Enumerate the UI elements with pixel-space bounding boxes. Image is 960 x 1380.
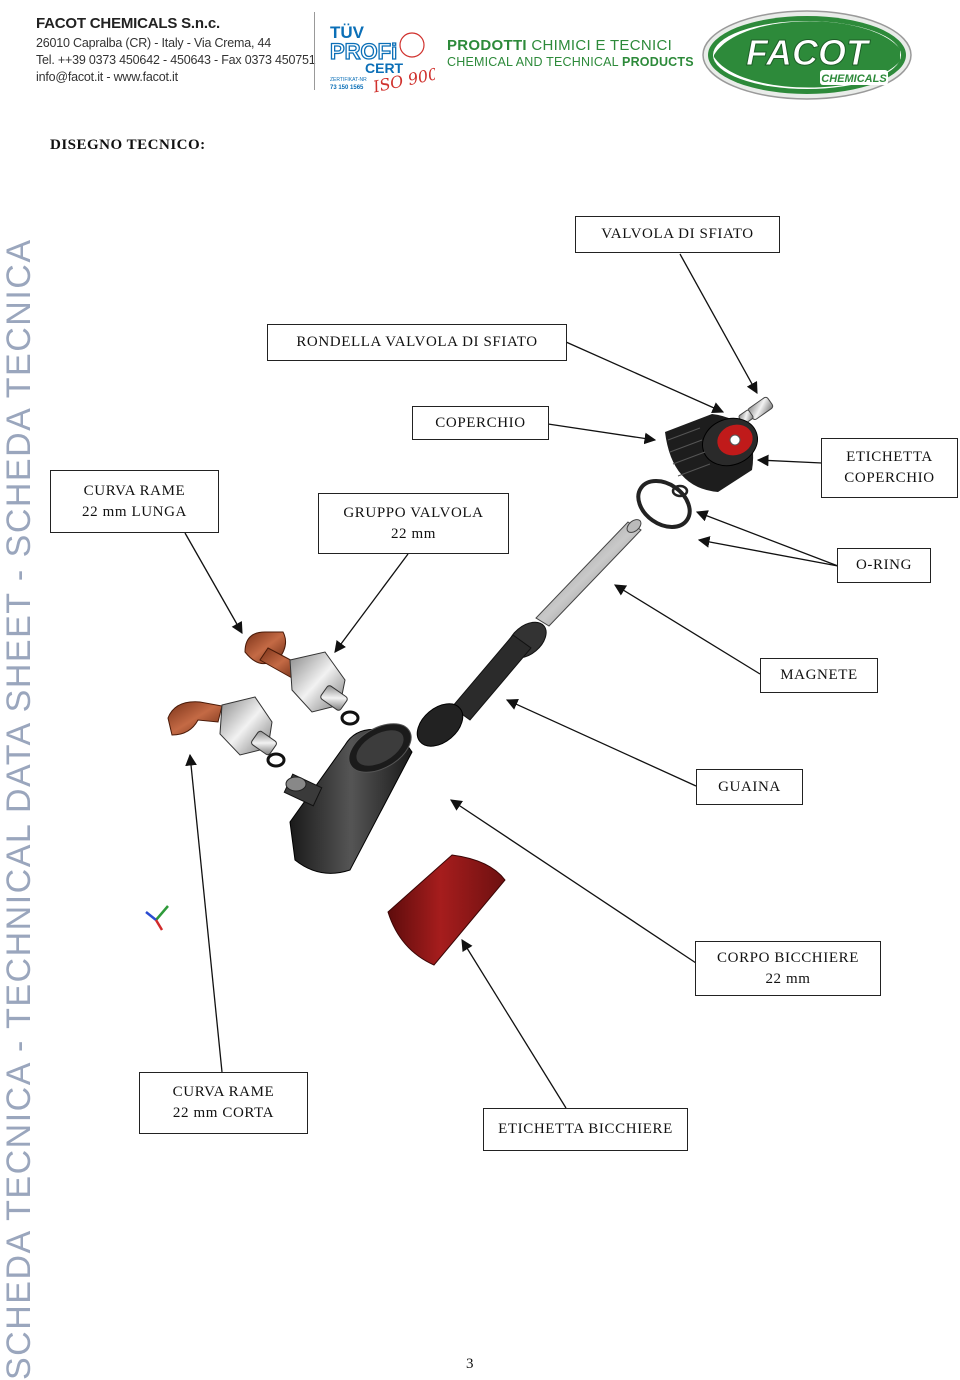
lid-part (665, 414, 758, 492)
label-magnete: MAGNETE (760, 658, 878, 693)
logo-brand: FACOT (746, 32, 871, 73)
tagline-it-rest: CHIMICI E TECNICI (531, 37, 673, 54)
copper-bend-short-part (167, 701, 223, 736)
cert-number: 73 150 1565 (330, 85, 364, 91)
label-curva-corta: CURVA RAME 22 mm CORTA (139, 1072, 308, 1134)
section-title: DISEGNO TECNICO: (50, 137, 206, 153)
tagline-en-rest: CHEMICAL AND TECHNICAL (447, 55, 619, 69)
cert-seal-icon (399, 32, 425, 58)
tuv-text: TÜV (330, 23, 365, 42)
facot-logo: FACOT CHEMICALS (700, 5, 915, 102)
body-label-part (387, 854, 506, 966)
label-corpo-bicchiere: CORPO BICCHIERE 22 mm (695, 941, 881, 996)
label-gruppo-valvola: GRUPPO VALVOLA 22 mm (318, 493, 509, 554)
cert-small-text: ZERTIFIKAT-NR (330, 77, 367, 83)
logo-sub: CHEMICALS (821, 73, 887, 85)
tagline-it-bold: PRODOTTI (447, 37, 527, 54)
company-name: FACOT CHEMICALS S.n.c. (36, 15, 220, 32)
page-number: 3 (466, 1356, 474, 1372)
label-valvola-sfiato: VALVOLA DI SFIATO (575, 216, 780, 253)
label-etichetta-coperchio: ETICHETTA COPERCHIO (821, 438, 958, 498)
company-address: 26010 Capralba (CR) - Italy - Via Crema,… (36, 36, 272, 50)
label-o-ring: O-RING (837, 548, 931, 583)
o-ring-small-part (671, 484, 689, 498)
copper-bend-long-part (244, 631, 301, 679)
profi-text: PROFi (330, 39, 397, 64)
tagline-en: CHEMICAL AND TECHNICAL PRODUCTS (447, 55, 694, 69)
cert-text: CERT (365, 60, 404, 76)
tagline-en-bold: PRODUCTS (622, 55, 694, 69)
tuv-cert-logo: TÜV PROFi CERT ZERTIFIKAT-NR 73 150 1565… (325, 18, 450, 97)
label-etichetta-bicchiere: ETICHETTA BICCHIERE (483, 1108, 688, 1151)
header-divider (314, 12, 315, 90)
sheath-part (416, 621, 547, 747)
label-curva-lunga: CURVA RAME 22 mm LUNGA (50, 470, 219, 533)
axis-triad-icon (145, 905, 169, 931)
label-rondella: RONDELLA VALVOLA DI SFIATO (267, 324, 567, 361)
tagline-it: PRODOTTI CHIMICI E TECNICI (447, 37, 672, 54)
company-phone: Tel. ++39 0373 450642 - 450643 - Fax 037… (36, 53, 316, 67)
label-coperchio: COPERCHIO (412, 406, 549, 440)
valve-group-lower-part (219, 696, 286, 768)
magnet-part (535, 519, 642, 627)
valve-group-upper-part (289, 651, 360, 726)
company-web: info@facot.it - www.facot.it (36, 70, 178, 84)
body-part (283, 723, 413, 874)
label-guaina: GUAINA (696, 769, 803, 805)
